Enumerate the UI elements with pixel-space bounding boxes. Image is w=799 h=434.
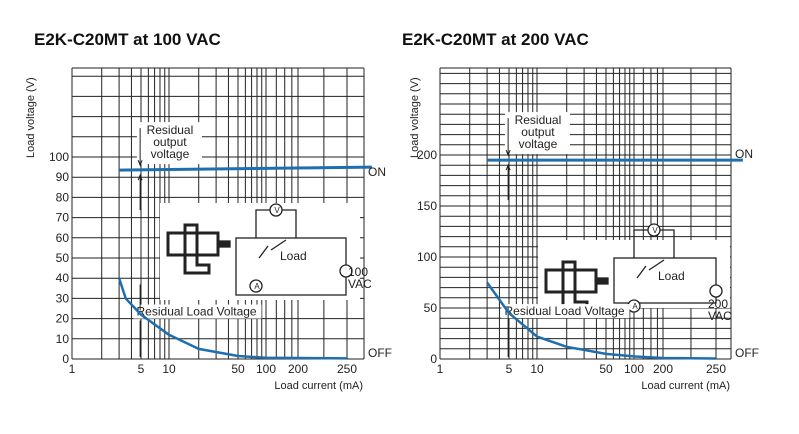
sensor-cable [217, 240, 231, 248]
y-tick-label: 50 [424, 301, 438, 315]
source-label: VAC [708, 309, 732, 323]
y-tick-label: 60 [56, 231, 70, 245]
off-label: OFF [735, 346, 759, 360]
x-axis-label: Load current (mA) [641, 380, 730, 392]
sensor-icon [166, 223, 220, 275]
voltmeter-label: V [274, 206, 280, 215]
y-axis-label: Load voltage (V) [409, 77, 421, 158]
circuit-wire [613, 257, 717, 304]
residual-output-label: Residual [147, 123, 194, 137]
x-tick-label: 250 [706, 362, 726, 376]
x-tick-label: 5 [506, 362, 513, 376]
y-axis-label: Load voltage (V) [25, 77, 37, 158]
series-off [117, 277, 348, 360]
x-tick-label: 200 [288, 362, 308, 376]
source-label: 100 [348, 265, 368, 279]
source-label: 200 [708, 297, 728, 311]
y-tick-label: 100 [417, 250, 437, 264]
voltmeter-icon [269, 203, 283, 217]
y-tick-label: 0 [62, 352, 69, 366]
on-label: ON [368, 165, 386, 179]
y-tick-label: 90 [56, 170, 70, 184]
residual-output-arrow [505, 118, 511, 201]
residual-load-label: Residual Load Voltage [137, 305, 257, 319]
switch-resistor-icon [258, 239, 287, 259]
residual-output-label: voltage [519, 137, 558, 151]
source-label: VAC [348, 277, 372, 291]
residual-output-label: output [153, 135, 187, 149]
label-bg [501, 304, 630, 319]
x-tick-label: 10 [530, 362, 544, 376]
ac-source-icon [709, 284, 723, 298]
y-tick-label: 30 [56, 291, 70, 305]
voltmeter-icon [647, 223, 661, 237]
series-off [486, 281, 717, 360]
label-bg [133, 304, 262, 319]
residual-output-arrow [137, 128, 143, 211]
x-tick-label: 10 [162, 362, 176, 376]
y-tick-label: 70 [56, 211, 70, 225]
y-tick-label: 200 [417, 148, 437, 162]
y-tick-label: 100 [49, 150, 69, 164]
ammeter-label: A [632, 302, 638, 311]
x-tick-label: 200 [653, 362, 673, 376]
residual-output-label: Residual [515, 113, 562, 127]
ac-source-icon [339, 264, 353, 278]
x-tick-label: 250 [337, 362, 357, 376]
voltmeter-label: V [652, 226, 658, 235]
load-label: Load [658, 269, 685, 283]
y-tick-label: 0 [430, 352, 437, 366]
circuit-diagram [166, 203, 353, 296]
switch-resistor-icon [636, 259, 665, 279]
x-tick-label: 5 [138, 362, 145, 376]
residual-output-label: output [521, 125, 555, 139]
ammeter-label: A [254, 282, 260, 291]
circuit-diagram [544, 223, 723, 313]
load-label: Load [280, 249, 307, 263]
sensor-cable [595, 277, 609, 285]
y-tick-label: 10 [56, 332, 70, 346]
y-tick-label: 50 [56, 251, 70, 265]
residual-load-label: Residual Load Voltage [505, 304, 625, 318]
x-tick-label: 1 [69, 362, 76, 376]
residual-output-label: voltage [151, 147, 190, 161]
label-bg [504, 112, 570, 155]
ammeter-icon [249, 279, 263, 293]
x-tick-label: 50 [231, 362, 245, 376]
chart-title-100vac: E2K-C20MT at 100 VAC [34, 30, 221, 49]
label-bg [136, 122, 202, 165]
y-tick-label: 150 [417, 199, 437, 213]
y-tick-label: 40 [56, 271, 70, 285]
off-label: OFF [368, 346, 392, 360]
series-on [119, 165, 372, 172]
x-tick-label: 50 [599, 362, 613, 376]
chart-title-200vac: E2K-C20MT at 200 VAC [402, 30, 589, 49]
on-label: ON [735, 147, 753, 161]
x-tick-label: 1 [437, 362, 444, 376]
x-axis-label: Load current (mA) [274, 380, 363, 392]
x-tick-label: 100 [256, 362, 276, 376]
y-tick-label: 80 [56, 190, 70, 204]
y-tick-label: 20 [56, 312, 70, 326]
x-tick-label: 100 [624, 362, 644, 376]
